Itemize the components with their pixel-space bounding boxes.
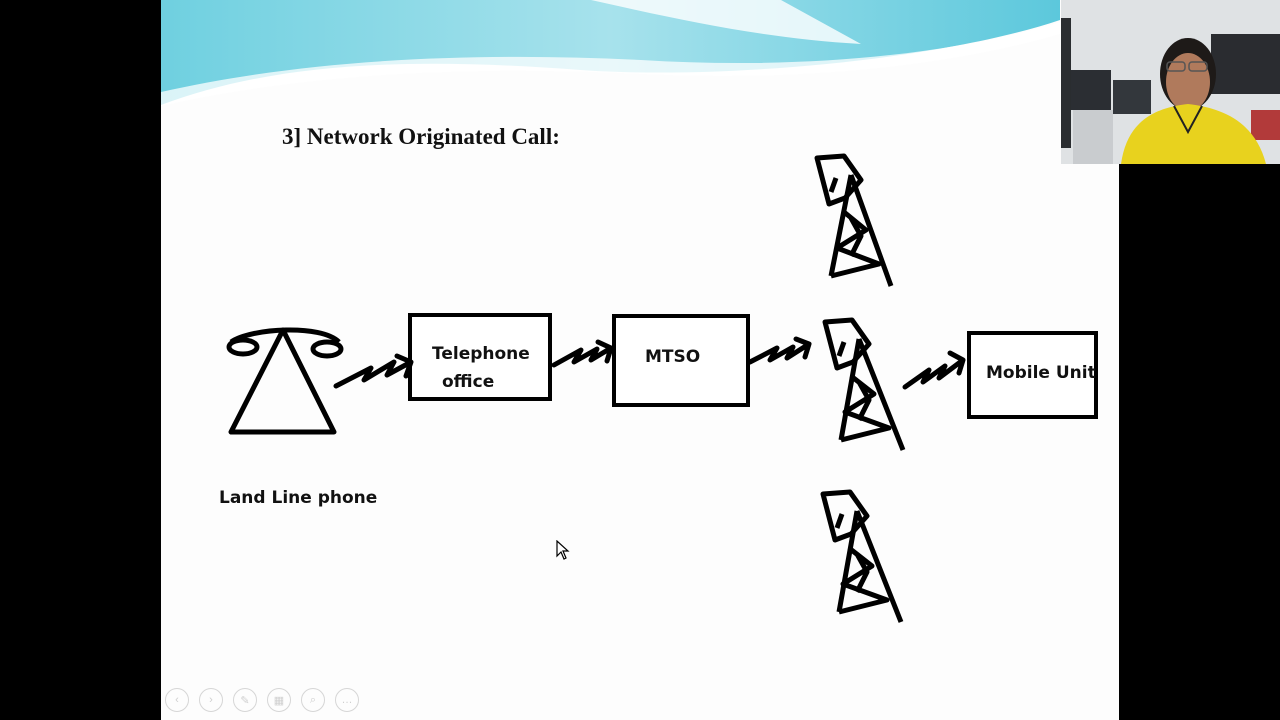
link-phone-to-office <box>333 353 414 389</box>
mobile-unit-box <box>967 331 1098 419</box>
more-options-icon[interactable]: … <box>335 688 359 712</box>
presenter-image <box>1061 0 1280 164</box>
header-wave <box>161 0 1060 106</box>
landline-phone-label: Land Line phone <box>219 488 378 508</box>
mtso-box <box>612 314 750 407</box>
pen-icon[interactable]: ✎ <box>233 688 257 712</box>
link-mtso-to-tower <box>747 336 812 365</box>
slide-title: 3] Network Originated Call: <box>282 124 560 149</box>
slides-grid-icon[interactable]: ▦ <box>267 688 291 712</box>
landline-phone-icon <box>226 327 344 435</box>
link-tower-to-mobile <box>902 350 966 390</box>
mouse-pointer-icon <box>556 540 570 560</box>
zoom-icon[interactable]: ⌕ <box>301 688 325 712</box>
cell-tower-top-icon <box>814 153 894 287</box>
telephone-office-label-line2: office <box>442 372 495 392</box>
cell-tower-middle-icon <box>822 317 906 451</box>
next-slide-icon[interactable]: › <box>199 688 223 712</box>
slideshow-toolbar: ‹ › ✎ ▦ ⌕ … <box>165 688 359 712</box>
presenter-webcam-video <box>1061 0 1280 164</box>
telephone-office-box <box>408 313 552 401</box>
mobile-unit-label: Mobile Unit <box>986 363 1096 383</box>
slide-artwork <box>161 0 1098 623</box>
mtso-label: MTSO <box>645 347 701 367</box>
link-office-to-mtso <box>551 339 614 368</box>
telephone-office-label-line1: Telephone <box>432 344 530 364</box>
slide: 3] Network Originated Call: Telephone of… <box>161 0 1119 720</box>
previous-slide-icon[interactable]: ‹ <box>165 688 189 712</box>
cell-tower-bottom-icon <box>820 489 904 623</box>
